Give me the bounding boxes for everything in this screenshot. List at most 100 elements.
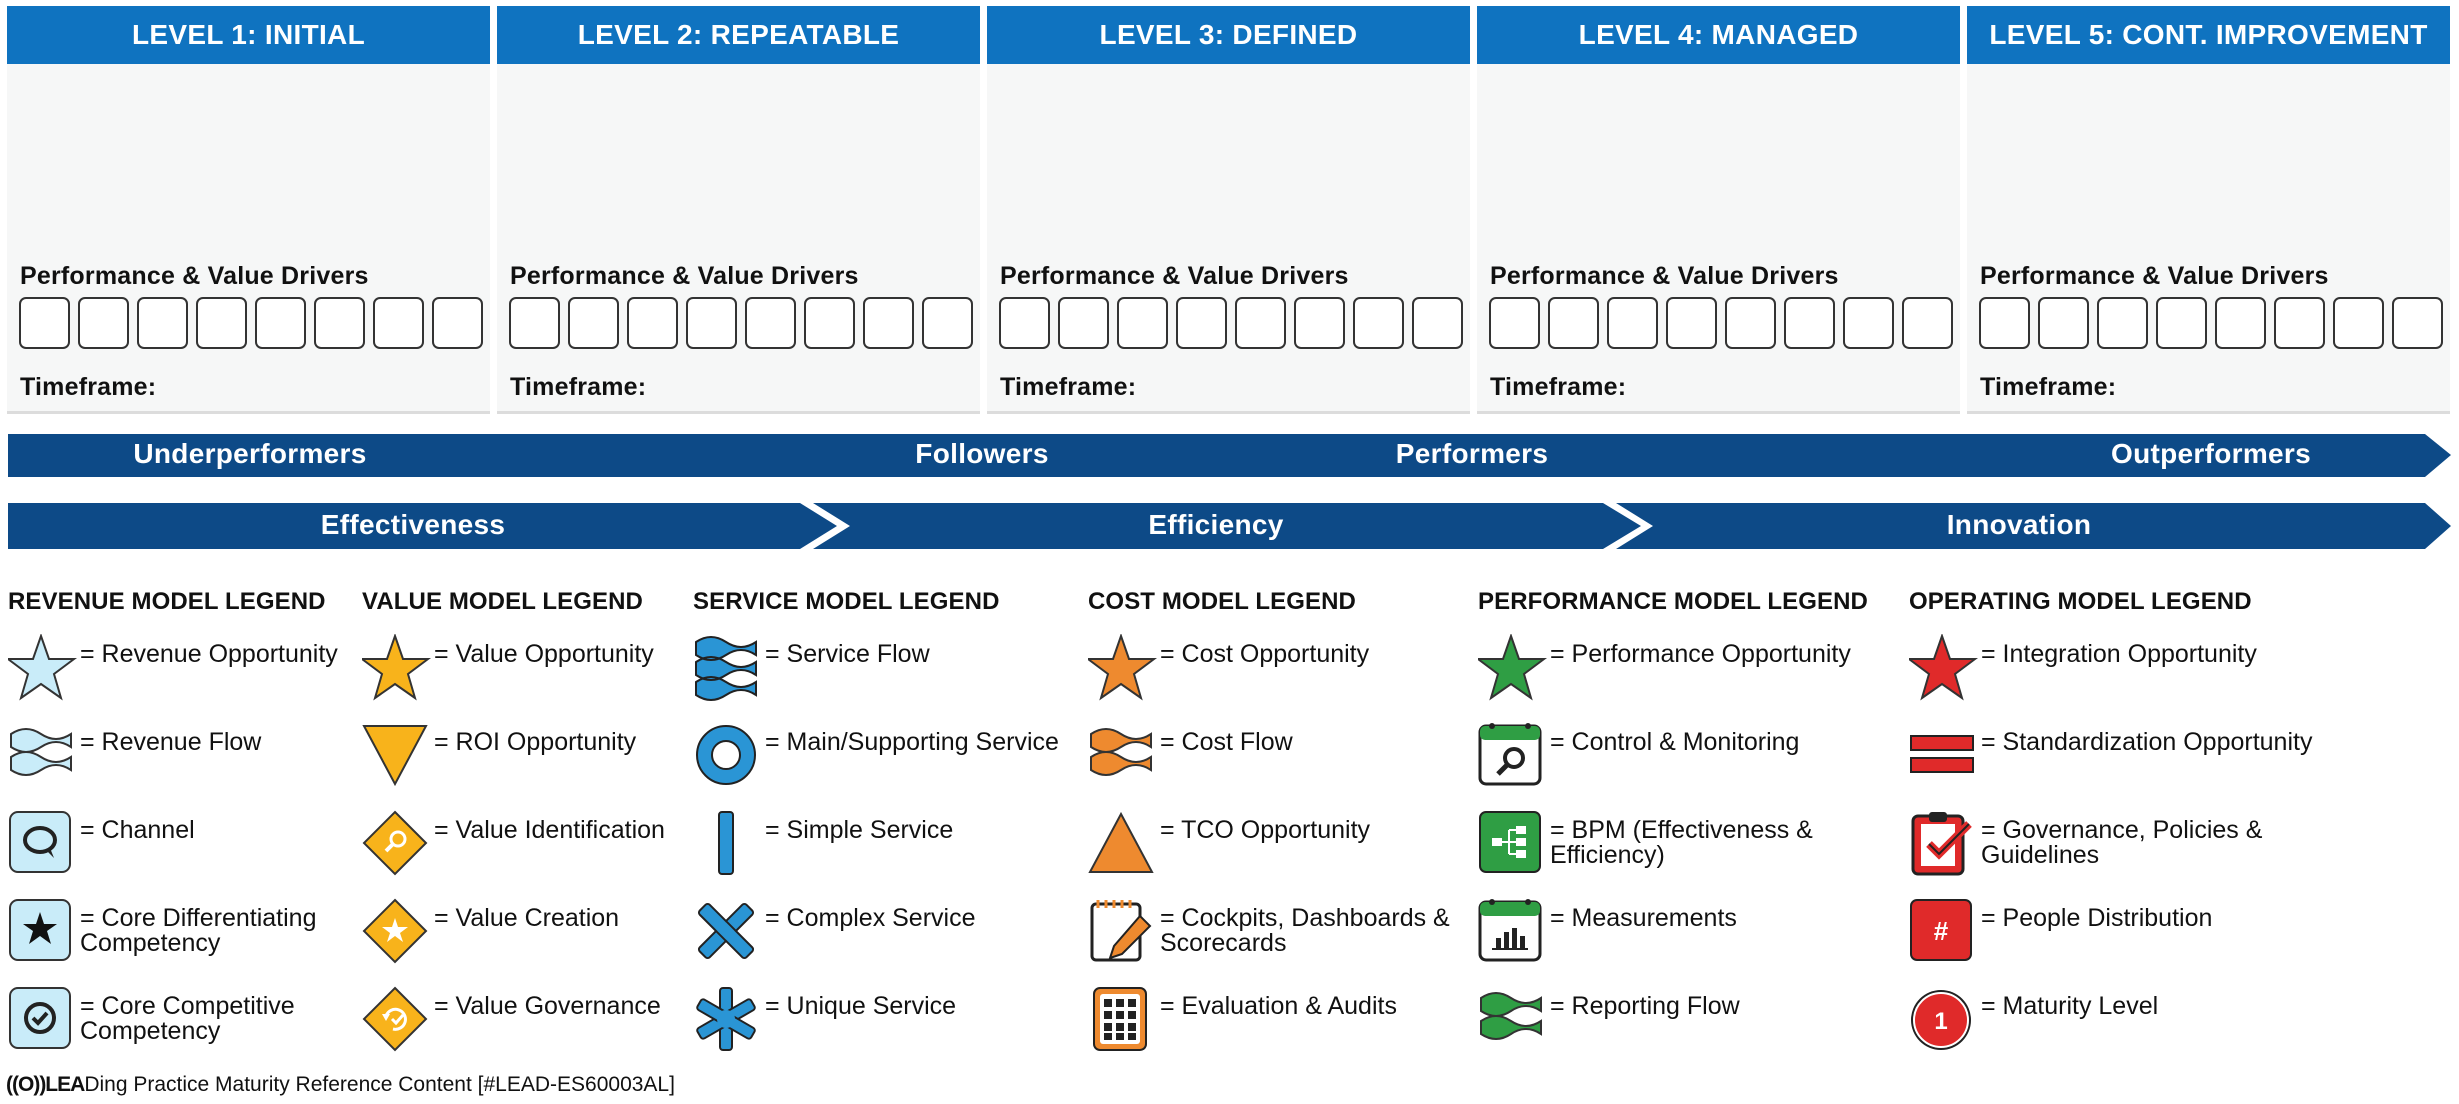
bar-icon xyxy=(718,811,734,875)
notepad-pencil-icon xyxy=(1090,900,1152,962)
driver-boxes xyxy=(19,297,483,349)
driver-box[interactable] xyxy=(863,297,914,349)
footer-text: Ding Practice Maturity Reference Content… xyxy=(84,1073,675,1096)
driver-boxes xyxy=(1979,297,2443,349)
legend-item: = Main/Supporting Service xyxy=(693,722,1059,792)
legend-item: = Measurements xyxy=(1478,898,1737,968)
level-2-panel: LEVEL 2: REPEATABLE Performance & Value … xyxy=(497,6,980,414)
driver-box[interactable] xyxy=(255,297,306,349)
driver-box[interactable] xyxy=(1058,297,1109,349)
svg-text:1: 1 xyxy=(1934,1008,1947,1035)
driver-box[interactable] xyxy=(1843,297,1894,349)
legend-title: SERVICE MODEL LEGEND xyxy=(693,588,1000,615)
revenue-model-legend: REVENUE MODEL LEGEND = Revenue Opportuni… xyxy=(8,588,338,1049)
operating-model-legend: OPERATING MODEL LEGEND = Integration Opp… xyxy=(1909,588,2312,1050)
driver-box[interactable] xyxy=(1548,297,1599,349)
driver-box[interactable] xyxy=(1412,297,1463,349)
drivers-label: Performance & Value Drivers xyxy=(20,262,369,290)
legend-title: PERFORMANCE MODEL LEGEND xyxy=(1478,588,1868,615)
driver-box[interactable] xyxy=(2038,297,2089,349)
legend-item: = Cost Flow xyxy=(1088,722,1293,792)
followers-label: Followers xyxy=(915,438,1049,469)
driver-box[interactable] xyxy=(627,297,678,349)
driver-box[interactable] xyxy=(432,297,483,349)
calculator-icon xyxy=(1093,987,1147,1051)
driver-box[interactable] xyxy=(19,297,70,349)
driver-box[interactable] xyxy=(745,297,796,349)
hash-box-icon: # xyxy=(1910,899,1972,961)
legend-item: = Complex Service xyxy=(693,898,976,968)
driver-boxes xyxy=(999,297,1463,349)
triangle-up-icon xyxy=(1088,811,1154,873)
legend-item: = BPM (Effectiveness & Efficiency) xyxy=(1478,810,1813,880)
driver-box[interactable] xyxy=(2274,297,2325,349)
driver-box[interactable] xyxy=(2392,297,2443,349)
driver-box[interactable] xyxy=(1176,297,1227,349)
driver-box[interactable] xyxy=(2097,297,2148,349)
equals-bars-icon xyxy=(1910,735,1974,773)
driver-box[interactable] xyxy=(2333,297,2384,349)
legend-item: = Unique Service xyxy=(693,986,956,1056)
driver-box[interactable] xyxy=(196,297,247,349)
legend-title: OPERATING MODEL LEGEND xyxy=(1909,588,2252,615)
drivers-label: Performance & Value Drivers xyxy=(1490,262,1839,290)
check-box-icon xyxy=(9,987,71,1049)
driver-box[interactable] xyxy=(137,297,188,349)
legend-item: = Integration Opportunity xyxy=(1909,634,2257,704)
legend-item: = Value Governance xyxy=(362,986,661,1056)
innovation-label: Innovation xyxy=(1946,509,2092,540)
driver-box[interactable] xyxy=(568,297,619,349)
driver-box[interactable] xyxy=(1353,297,1404,349)
legend-item: = Cockpits, Dashboards & Scorecards xyxy=(1088,898,1450,968)
driver-box[interactable] xyxy=(1235,297,1286,349)
driver-box[interactable] xyxy=(1294,297,1345,349)
flow-icon xyxy=(10,728,72,776)
effectiveness-arrow xyxy=(8,503,837,549)
level-title: LEVEL 1: INITIAL xyxy=(7,6,490,64)
level-1-panel: LEVEL 1: INITIAL Performance & Value Dri… xyxy=(7,6,490,414)
driver-box[interactable] xyxy=(1607,297,1658,349)
level-title: LEVEL 5: CONT. IMPROVEMENT xyxy=(1967,6,2450,64)
triangle-down-icon xyxy=(362,725,428,787)
driver-box[interactable] xyxy=(1117,297,1168,349)
driver-box[interactable] xyxy=(2156,297,2207,349)
timeframe-label: Timeframe: xyxy=(510,373,647,401)
driver-boxes xyxy=(509,297,973,349)
legend-item: = Value Creation xyxy=(362,898,619,968)
level-title: LEVEL 2: REPEATABLE xyxy=(497,6,980,64)
driver-box[interactable] xyxy=(2215,297,2266,349)
driver-box[interactable] xyxy=(686,297,737,349)
ring-icon xyxy=(696,725,756,785)
driver-box[interactable] xyxy=(999,297,1050,349)
process-box-icon xyxy=(1479,811,1541,873)
driver-box[interactable] xyxy=(922,297,973,349)
service-model-legend: SERVICE MODEL LEGEND = Service Flow = Ma… xyxy=(693,588,1059,1051)
legend-item: = Revenue Opportunity xyxy=(8,634,338,704)
driver-box[interactable] xyxy=(1489,297,1540,349)
legend-item: = Service Flow xyxy=(693,634,930,704)
legend-title: VALUE MODEL LEGEND xyxy=(362,588,643,615)
diamond-star-icon xyxy=(362,898,428,964)
driver-box[interactable] xyxy=(509,297,560,349)
driver-box[interactable] xyxy=(804,297,855,349)
driver-box[interactable] xyxy=(1666,297,1717,349)
footer: ((O))LEADing Practice Maturity Reference… xyxy=(6,1073,675,1097)
flow-icon xyxy=(1480,992,1542,1040)
driver-box[interactable] xyxy=(1784,297,1835,349)
driver-box[interactable] xyxy=(1902,297,1953,349)
driver-box[interactable] xyxy=(373,297,424,349)
driver-box[interactable] xyxy=(1725,297,1776,349)
legend-item: = Control & Monitoring xyxy=(1478,722,1799,792)
driver-box[interactable] xyxy=(1979,297,2030,349)
driver-box[interactable] xyxy=(78,297,129,349)
legend-item: = Core Differentiating Competency xyxy=(8,898,316,968)
star-icon xyxy=(1909,634,1978,701)
legend-item: = Core Competitive Competency xyxy=(8,986,295,1056)
arrow-bands xyxy=(8,434,2451,549)
star-box-icon xyxy=(9,899,71,961)
efficiency-label: Efficiency xyxy=(1148,509,1284,540)
legend-item: = Reporting Flow xyxy=(1478,986,1740,1056)
driver-box[interactable] xyxy=(314,297,365,349)
legend-item: = ROI Opportunity xyxy=(362,722,636,792)
diamond-cycle-icon xyxy=(362,986,428,1052)
